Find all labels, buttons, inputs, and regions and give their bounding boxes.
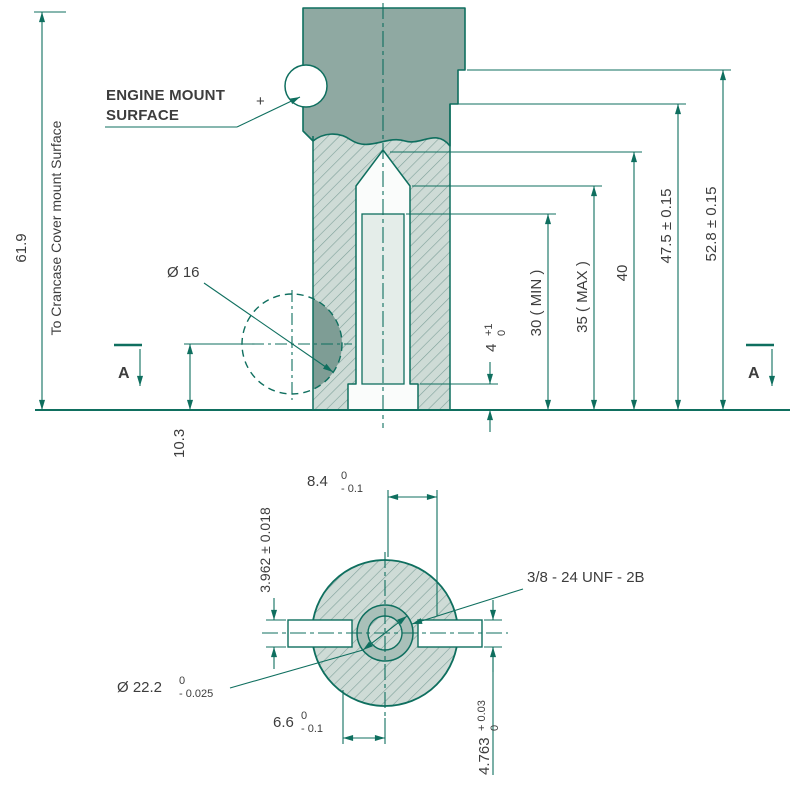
thread-leader xyxy=(411,588,524,625)
section-label-right: A xyxy=(748,365,760,382)
svg-text:Ø 22.2: Ø 22.2 xyxy=(117,679,162,696)
dim-6-6-label: 6.6 0 - 0.1 xyxy=(273,710,323,735)
dim-47-5-label: 47.5 ± 0.15 xyxy=(658,189,675,264)
dim-61-9-label: 61.9 xyxy=(13,233,30,262)
dia16-label: Ø 16 xyxy=(167,264,200,281)
section-a-a-view xyxy=(229,490,524,775)
svg-text:- 0.025: - 0.025 xyxy=(179,688,213,700)
svg-text:4: 4 xyxy=(483,344,500,352)
dim-30-label: 30 ( MIN ) xyxy=(528,270,545,337)
dia-22-2-leader xyxy=(229,649,364,689)
svg-text:8.4: 8.4 xyxy=(307,473,328,490)
shaft-upper-solid xyxy=(302,7,466,147)
dim-4763-label: 4.763 + 0.03 0 xyxy=(476,700,501,775)
svg-text:0: 0 xyxy=(496,330,508,336)
engine-mount-note-line1: ENGINE MOUNT xyxy=(106,87,225,104)
dim-35-label: 35 ( MAX ) xyxy=(574,261,591,333)
svg-text:- 0.1: - 0.1 xyxy=(341,483,363,495)
svg-text:- 0.1: - 0.1 xyxy=(301,723,323,735)
dim-4-label: 4 +1 0 xyxy=(483,323,508,352)
mount-surface-notch xyxy=(284,64,328,108)
section-label-left: A xyxy=(118,365,130,382)
svg-text:+1: +1 xyxy=(483,323,495,336)
crankcase-note-label: To Crancase Cover mount Surface xyxy=(48,120,64,335)
dia16-leader xyxy=(203,282,334,373)
plus-mark: + xyxy=(256,93,265,110)
top-view-dimensions xyxy=(34,11,776,432)
thread-spec-label: 3/8 - 24 UNF - 2B xyxy=(527,569,645,586)
svg-text:4.763: 4.763 xyxy=(476,737,493,775)
dia-22-2-arrows xyxy=(362,615,408,651)
shaft-side-section xyxy=(35,3,790,428)
svg-text:0: 0 xyxy=(341,470,347,482)
svg-text:+ 0.03: + 0.03 xyxy=(476,700,488,731)
dim-3962-label: 3.962 ± 0.018 xyxy=(257,507,273,593)
dim-8-4-label: 8.4 0 - 0.1 xyxy=(307,470,363,495)
dim-40-label: 40 xyxy=(614,265,631,282)
note-leader xyxy=(236,96,301,128)
svg-text:0: 0 xyxy=(301,710,307,722)
dia-22-2-label: Ø 22.2 0 - 0.025 xyxy=(117,675,213,700)
dim-52-8-label: 52.8 ± 0.15 xyxy=(703,187,720,262)
svg-text:6.6: 6.6 xyxy=(273,714,294,731)
engine-mount-note-line2: SURFACE xyxy=(106,107,179,124)
svg-text:0: 0 xyxy=(489,725,501,731)
svg-text:0: 0 xyxy=(179,675,185,687)
dim-10-3-label: 10.3 xyxy=(171,429,188,458)
